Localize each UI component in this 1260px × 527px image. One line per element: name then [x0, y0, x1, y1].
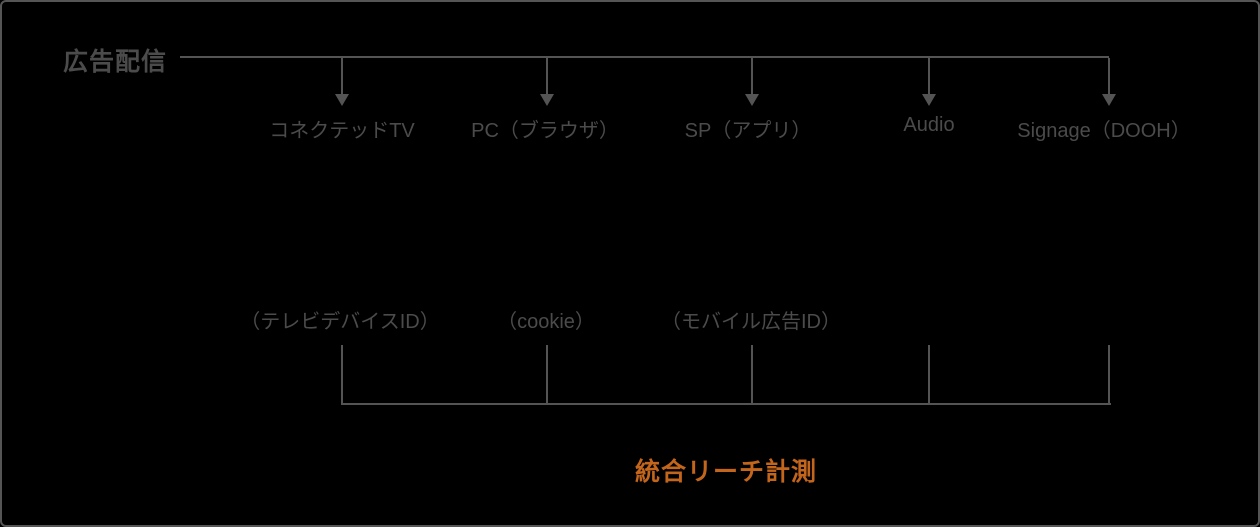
- bracket-line-pc-browser: [546, 345, 548, 405]
- integrated-reach-label: 統合リーチ計測: [634, 458, 818, 486]
- arrow-down-icon: [922, 94, 936, 106]
- bracket-line-sp-app: [751, 345, 753, 405]
- distribution-rail-line: [180, 56, 1109, 58]
- bracket-line-audio: [928, 345, 930, 405]
- arrow-stem: [928, 58, 930, 94]
- arrow-stem: [1108, 58, 1110, 94]
- channel-label-pc-browser: PC（ブラウザ）: [471, 120, 619, 142]
- channel-label-connected-tv: コネクテッドTV: [269, 120, 415, 142]
- arrow-stem: [751, 58, 753, 94]
- arrow-down-icon: [335, 94, 349, 106]
- bracket-bottom-line: [341, 403, 1111, 405]
- id-label-cookie: （cookie）: [497, 311, 595, 333]
- arrow-down-icon: [540, 94, 554, 106]
- channel-label-signage-dooh: Signage（DOOH）: [1017, 120, 1191, 142]
- arrow-stem: [546, 58, 548, 94]
- arrow-down-icon: [1102, 94, 1116, 106]
- channel-label-audio: Audio: [903, 114, 955, 136]
- channel-label-sp-app: SP（アプリ）: [684, 120, 812, 142]
- bracket-line-connected-tv: [341, 345, 343, 405]
- diagram-title: 広告配信: [63, 48, 168, 76]
- id-label-mobile-ad-id: （モバイル広告ID）: [661, 311, 841, 333]
- id-label-tv-device-id: （テレビデバイスID）: [240, 311, 440, 333]
- arrow-stem: [341, 58, 343, 94]
- arrow-down-icon: [745, 94, 759, 106]
- bracket-line-signage-dooh: [1108, 345, 1110, 405]
